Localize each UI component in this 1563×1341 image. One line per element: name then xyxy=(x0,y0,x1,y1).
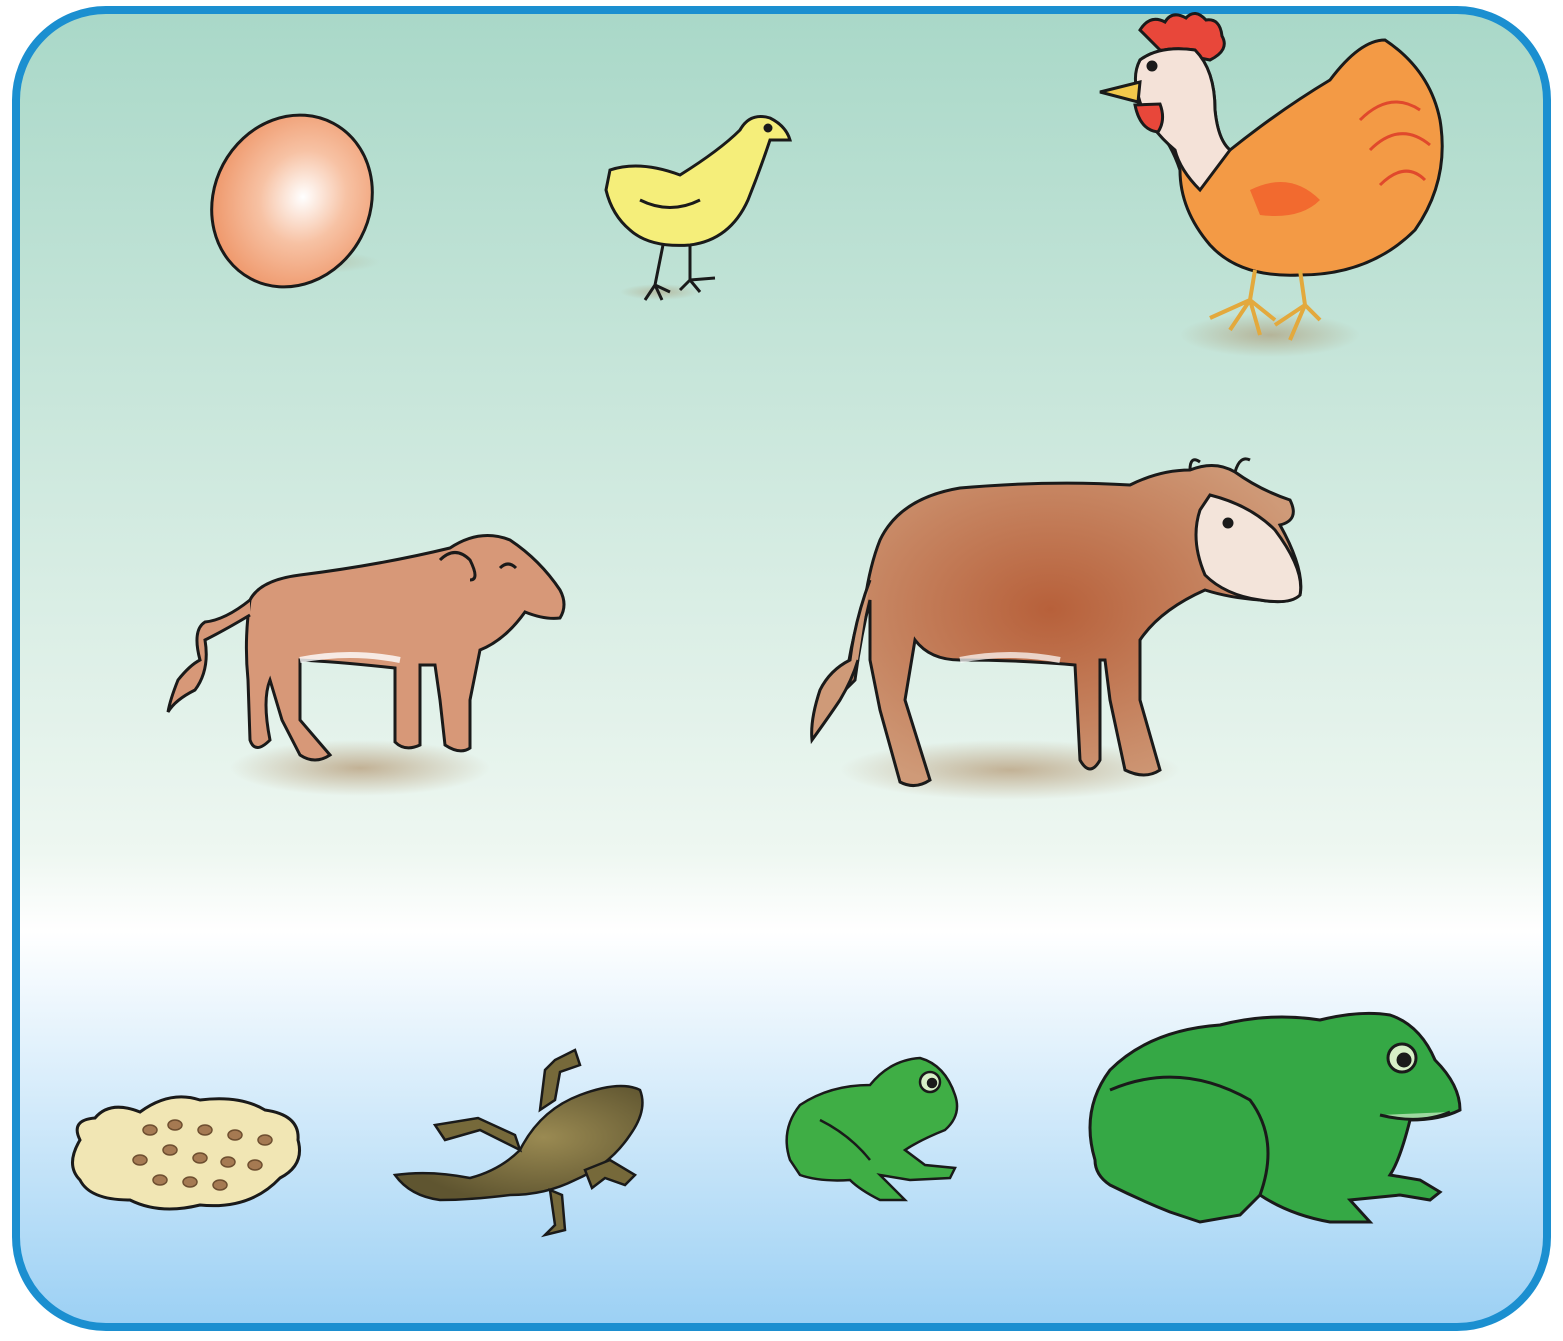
frog-spawn-icon xyxy=(73,1097,300,1209)
frog-icon xyxy=(1090,1013,1460,1222)
